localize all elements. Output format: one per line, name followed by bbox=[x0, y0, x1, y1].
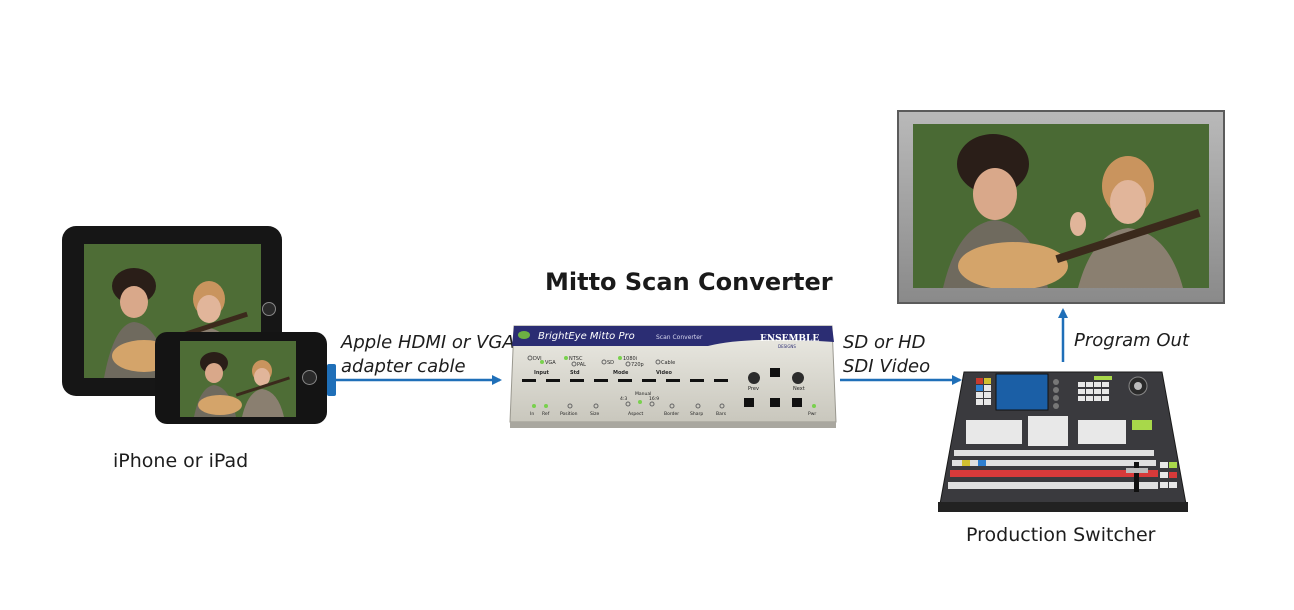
switcher-keypad bbox=[966, 416, 1152, 446]
cable-label-line2: adapter cable bbox=[341, 356, 466, 377]
led-label: 720p bbox=[631, 362, 644, 368]
converter-display-bar bbox=[522, 379, 728, 382]
converter-bottom-leds: In Ref Position Size Aspect Border Sharp… bbox=[530, 391, 816, 417]
led-label: DVI bbox=[533, 356, 542, 362]
switcher-buttons-topright bbox=[1078, 382, 1109, 401]
adapter-connector bbox=[327, 364, 336, 396]
bottom-label: Pwr bbox=[808, 411, 816, 417]
switcher-tbar bbox=[1126, 462, 1148, 492]
source-label: iPhone or iPad bbox=[113, 450, 249, 472]
group-label: Input bbox=[534, 370, 550, 376]
up-button bbox=[770, 368, 780, 377]
switcher-bus-rows bbox=[948, 450, 1158, 489]
left-button bbox=[744, 398, 754, 407]
led-label: 1080i bbox=[623, 356, 637, 362]
aspect-opt: Manual bbox=[635, 391, 651, 397]
sdi-label-line1: SD or HD bbox=[843, 332, 926, 353]
program-out-label: Program Out bbox=[1074, 330, 1190, 351]
bottom-label: Position bbox=[560, 411, 578, 417]
prev-label: Prev bbox=[748, 386, 759, 392]
production-switcher-device bbox=[938, 371, 1188, 512]
led-label: PAL bbox=[577, 362, 586, 368]
bottom-label: Bars bbox=[716, 411, 727, 417]
scan-converter-device: BrightEye Mitto Pro Scan Converter ENSEM… bbox=[509, 325, 837, 428]
group-label: Mode bbox=[613, 370, 629, 376]
next-button bbox=[792, 372, 804, 384]
bottom-label: Ref bbox=[542, 411, 550, 417]
ipad-home-button bbox=[262, 302, 276, 316]
bottom-label: Sharp bbox=[690, 411, 703, 417]
iphone-home-button bbox=[302, 370, 317, 385]
led-label: Cable bbox=[661, 360, 675, 366]
led-label: VGA bbox=[545, 360, 556, 366]
converter-maker: ENSEMBLE bbox=[760, 334, 819, 344]
converter-subtitle: Scan Converter bbox=[656, 334, 703, 341]
aspect-opt: 16:9 bbox=[649, 396, 659, 402]
converter-maker-sub: DESIGNS bbox=[778, 344, 796, 349]
prev-button bbox=[748, 372, 760, 384]
switcher-label: Production Switcher bbox=[966, 524, 1156, 546]
group-label: Video bbox=[656, 370, 672, 376]
bottom-label: In bbox=[530, 411, 534, 417]
aspect-opt: 4:3 bbox=[620, 396, 627, 402]
converter-brand: BrightEye Mitto Pro bbox=[538, 331, 635, 342]
group-label: Std bbox=[570, 370, 580, 376]
cable-label-line1: Apple HDMI or VGA bbox=[341, 332, 515, 353]
converter-top-leds: DVI VGA NTSC PAL SD 1080i 720p Cable bbox=[527, 355, 675, 368]
bottom-label: Aspect bbox=[628, 411, 644, 417]
switcher-knobs bbox=[1053, 379, 1059, 409]
switcher-screen bbox=[995, 373, 1049, 411]
sdi-label-line2: SDI Video bbox=[843, 356, 931, 377]
right-button bbox=[792, 398, 802, 407]
down-button bbox=[770, 398, 780, 407]
bottom-label: Size bbox=[590, 411, 599, 417]
next-label: Next bbox=[793, 386, 805, 392]
diagram-title: Mitto Scan Converter bbox=[545, 268, 833, 296]
led-label: NTSC bbox=[569, 356, 583, 362]
iphone-screen-photo bbox=[180, 341, 296, 417]
converter-group-labels: Input Std Mode Video bbox=[534, 370, 672, 376]
switcher-buttons-topleft bbox=[976, 378, 991, 405]
bottom-label: Border bbox=[664, 411, 679, 417]
monitor-screen-photo bbox=[913, 124, 1209, 288]
led-label: SD bbox=[607, 360, 614, 366]
